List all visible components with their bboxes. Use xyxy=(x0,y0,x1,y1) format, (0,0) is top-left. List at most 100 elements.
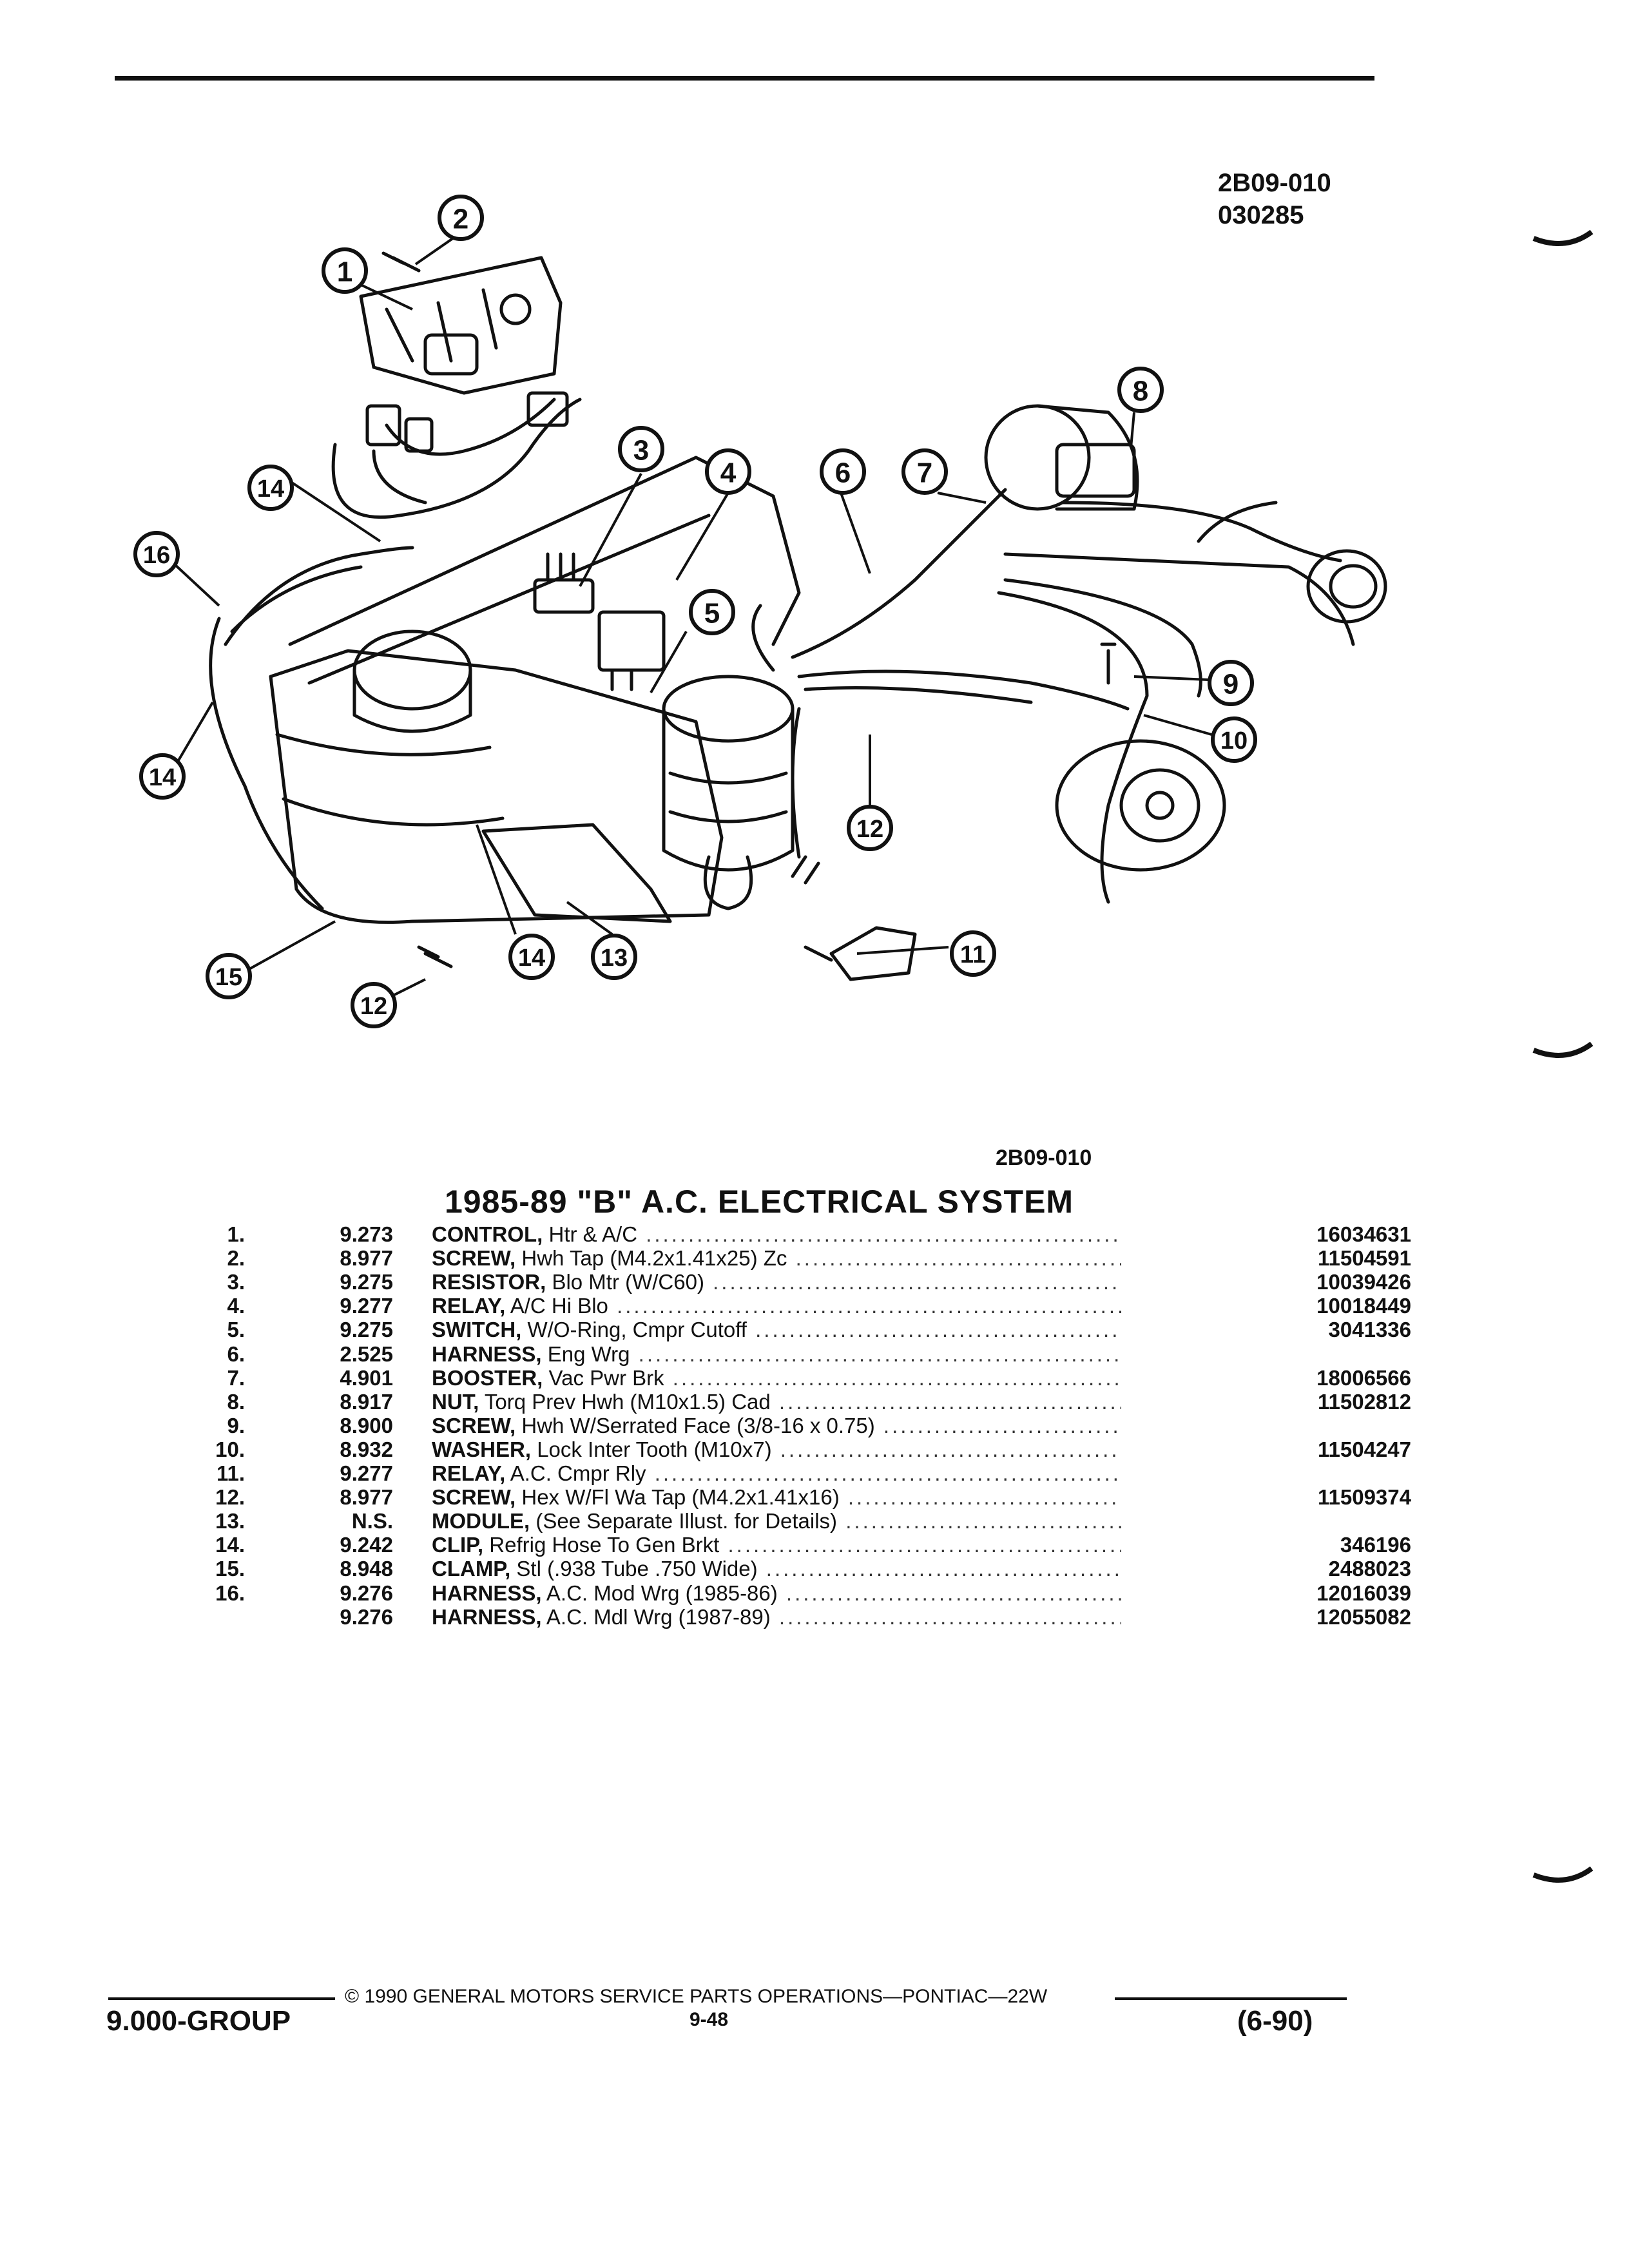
figure-code: 2B09-010 xyxy=(996,1146,1092,1170)
part-detail: A.C. Cmpr Rly xyxy=(510,1461,646,1485)
leader-dots: ........................................… xyxy=(883,1414,1121,1437)
part-detail: Hwh W/Serrated Face (3/8-16 x 0.75) xyxy=(521,1414,875,1437)
part-detail: Stl (.938 Tube .750 Wide) xyxy=(516,1557,758,1581)
parts-list-row: 15. 8.948 CLAMP, Stl (.938 Tube .750 Wide)… xyxy=(193,1557,1411,1581)
callout-8: 8 xyxy=(1133,376,1148,407)
item-number: 15. xyxy=(215,1557,245,1581)
part-detail: W/O-Ring, Cmpr Cutoff xyxy=(527,1318,747,1341)
leader-dots: ........................................… xyxy=(617,1294,1121,1318)
callout-4: 4 xyxy=(720,457,737,489)
part-description: RESISTOR, Blo Mtr (W/C60) ..............… xyxy=(432,1270,1121,1294)
group-number: 9.277 xyxy=(340,1294,393,1318)
part-name: RELAY, xyxy=(432,1294,506,1318)
part-description: SCREW, Hwh W/Serrated Face (3/8-16 x 0.7… xyxy=(432,1414,1121,1437)
part-description: RELAY, A.C. Cmpr Rly ...................… xyxy=(432,1461,1121,1485)
part-detail: A.C. Mod Wrg (1985-86) xyxy=(546,1581,778,1605)
group-number: 8.977 xyxy=(340,1485,393,1509)
part-name: NUT, xyxy=(432,1390,479,1414)
part-name: HARNESS, xyxy=(432,1605,542,1629)
part-name: BOOSTER, xyxy=(432,1366,543,1390)
group-number: 2.525 xyxy=(340,1342,393,1366)
footer-copyright: © 1990 GENERAL MOTORS SERVICE PARTS OPER… xyxy=(345,1986,1048,2007)
callout-1: 1 xyxy=(337,256,352,288)
part-number: 12055082 xyxy=(1316,1605,1411,1629)
item-number: 4. xyxy=(227,1294,245,1318)
part-detail: Vac Pwr Brk xyxy=(548,1366,664,1390)
part-detail: Hex W/Fl Wa Tap (M4.2x1.41x16) xyxy=(521,1485,840,1509)
part-number: 18006566 xyxy=(1316,1366,1411,1390)
callout-5: 5 xyxy=(704,598,720,629)
group-number: 8.900 xyxy=(340,1414,393,1437)
leader-dots: ........................................… xyxy=(713,1270,1121,1294)
part-description: CONTROL, Htr & A/C .....................… xyxy=(432,1222,1121,1246)
part-description: SCREW, Hex W/Fl Wa Tap (M4.2x1.41x16) ..… xyxy=(432,1485,1121,1509)
footer-rule-left xyxy=(108,1997,335,2000)
part-name: MODULE, xyxy=(432,1509,530,1533)
group-number: 8.948 xyxy=(340,1557,393,1581)
part-name: SCREW, xyxy=(432,1485,516,1509)
footer-page: 9-48 xyxy=(689,2009,729,2030)
group-number: 8.932 xyxy=(340,1437,393,1461)
group-number: 9.273 xyxy=(340,1222,393,1246)
part-description: HARNESS, Eng Wrg .......................… xyxy=(432,1342,1121,1366)
leader-dots: ........................................… xyxy=(778,1605,1121,1629)
leader-dots: ........................................… xyxy=(672,1366,1121,1390)
part-name: SWITCH, xyxy=(432,1318,522,1341)
leader-dots: ........................................… xyxy=(795,1246,1121,1270)
part-name: RELAY, xyxy=(432,1461,506,1485)
item-number: 6. xyxy=(227,1342,245,1366)
item-number: 5. xyxy=(227,1318,245,1341)
leader-dots: ........................................… xyxy=(728,1533,1121,1557)
top-rule xyxy=(115,76,1374,81)
leader-dots: ........................................… xyxy=(847,1485,1121,1509)
group-number: 4.901 xyxy=(340,1366,393,1390)
group-number: N.S. xyxy=(351,1509,393,1533)
part-number: 11504591 xyxy=(1317,1246,1411,1270)
item-number: 10. xyxy=(215,1437,245,1461)
item-number: 11. xyxy=(216,1461,245,1485)
callout-12a: 12 xyxy=(856,816,883,843)
callout-3: 3 xyxy=(633,435,649,466)
callout-11: 11 xyxy=(960,941,986,968)
callout-7: 7 xyxy=(917,457,932,489)
callout-9: 9 xyxy=(1223,669,1239,700)
callout-13: 13 xyxy=(601,945,628,972)
part-description: RELAY, A/C Hi Blo ......................… xyxy=(432,1294,1121,1318)
item-number: 14. xyxy=(215,1533,245,1557)
part-number: 346196 xyxy=(1340,1533,1411,1557)
part-number: 10039426 xyxy=(1316,1270,1411,1294)
group-number: 8.977 xyxy=(340,1246,393,1270)
part-number: 11502812 xyxy=(1317,1390,1411,1414)
item-number: 13. xyxy=(215,1509,245,1533)
leader-dots: ........................................… xyxy=(654,1461,1121,1485)
part-name: RESISTOR, xyxy=(432,1270,546,1294)
item-number: 16. xyxy=(215,1581,245,1605)
callout-6: 6 xyxy=(835,457,851,489)
part-detail: Blo Mtr (W/C60) xyxy=(552,1270,704,1294)
callout-14b: 14 xyxy=(257,476,284,503)
footer-group: 9.000-GROUP xyxy=(106,2005,291,2037)
part-description: MODULE, (See Separate Illust. for Detail… xyxy=(432,1509,1121,1533)
callout-14c: 14 xyxy=(149,764,176,791)
ac-electrical-illustration: 1 2 3 4 6 7 8 5 9 10 11 12 13 14 14 14 1… xyxy=(133,195,1387,1028)
item-number: 2. xyxy=(227,1246,245,1270)
part-description: HARNESS, A.C. Mod Wrg (1985-86) ........… xyxy=(432,1581,1121,1605)
leader-dots: ........................................… xyxy=(646,1222,1121,1246)
part-number: 16034631 xyxy=(1316,1222,1411,1246)
item-number: 8. xyxy=(227,1390,245,1414)
parts-list-row: 11. 9.277 RELAY, A.C. Cmpr Rly ...........… xyxy=(193,1461,1224,1485)
part-description: CLAMP, Stl (.938 Tube .750 Wide) .......… xyxy=(432,1557,1121,1581)
callout-2: 2 xyxy=(453,204,468,235)
leader-dots: ........................................… xyxy=(780,1437,1121,1461)
part-detail: Htr & A/C xyxy=(548,1222,638,1246)
part-detail: A/C Hi Blo xyxy=(510,1294,608,1318)
group-number: 9.277 xyxy=(340,1461,393,1485)
callout-12b: 12 xyxy=(360,993,387,1020)
